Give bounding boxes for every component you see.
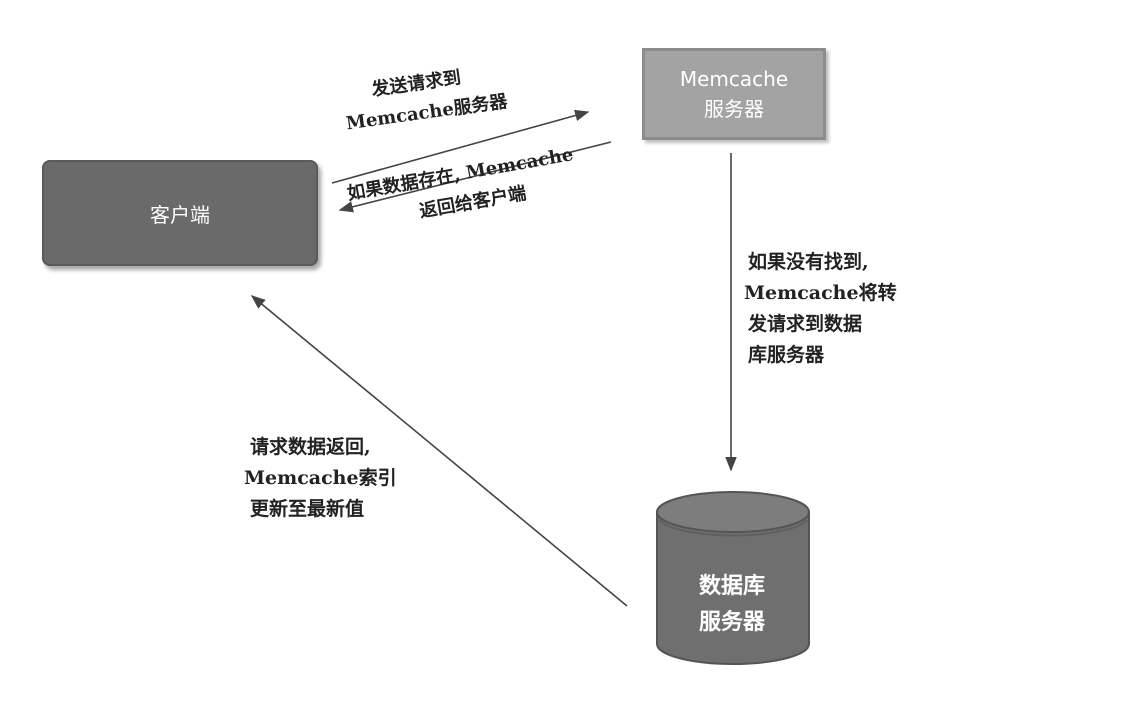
client-node-label: 客户端 <box>150 202 210 227</box>
edge-label-line: 请求数据返回, <box>250 436 371 458</box>
database-cylinder-shape <box>656 491 810 665</box>
memcache-node-label-line1: Memcache <box>679 67 789 91</box>
edge-label-line: 更新至最新值 <box>250 498 365 520</box>
database-node-label-line1: 数据库 <box>698 574 765 599</box>
edge-label-db-return-update: 请求数据返回, Memcache索引 更新至最新值 <box>244 432 397 525</box>
edge-label-line: Memcache索引 <box>244 467 397 489</box>
memcache-server-node: Memcache 服务器 <box>642 48 826 140</box>
client-node: 客户端 <box>42 160 318 266</box>
edge-label-line: 库服务器 <box>748 344 825 366</box>
edge-label-line: Memcache将转 <box>744 282 897 304</box>
edge-label-line: 发请求到数据 <box>748 313 863 335</box>
arrow-cache-hit-return <box>338 141 612 213</box>
database-server-node: 数据库 服务器 <box>655 560 809 650</box>
edge-label-cache-miss-forward: 如果没有找到, Memcache将转 发请求到数据 库服务器 <box>744 247 897 371</box>
database-node-label-line2: 服务器 <box>698 610 765 635</box>
arrow-send-request <box>331 109 590 184</box>
arrow-db-return-update <box>250 295 628 607</box>
memcache-node-label-line2: 服务器 <box>704 97 764 121</box>
edge-label-line: 如果没有找到, <box>748 251 869 273</box>
